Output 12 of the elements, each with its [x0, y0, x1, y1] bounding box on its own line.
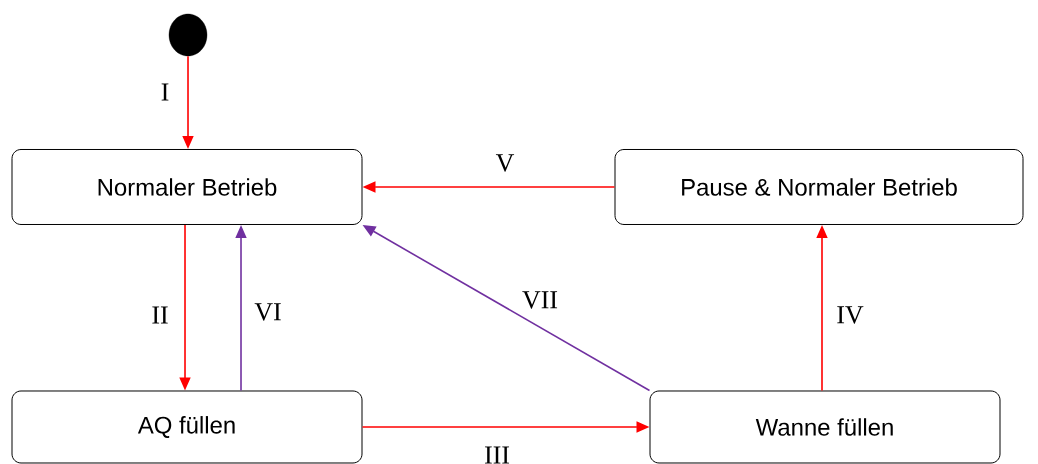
- edge-label: IV: [835, 305, 865, 325]
- state-box: Wanne füllen: [649, 390, 1001, 464]
- state-box: Normaler Betrieb: [11, 149, 363, 225]
- start-dot: [168, 13, 208, 57]
- edge-label: VII: [521, 290, 559, 310]
- state-box: Pause & Normaler Betrieb: [614, 149, 1024, 225]
- edge-label: II: [150, 305, 170, 325]
- state-box: AQ füllen: [11, 390, 363, 464]
- edge-label: V: [494, 153, 516, 173]
- edge-label: I: [159, 82, 171, 102]
- edge-label: VI: [253, 302, 283, 322]
- edge-label: III: [483, 445, 511, 464]
